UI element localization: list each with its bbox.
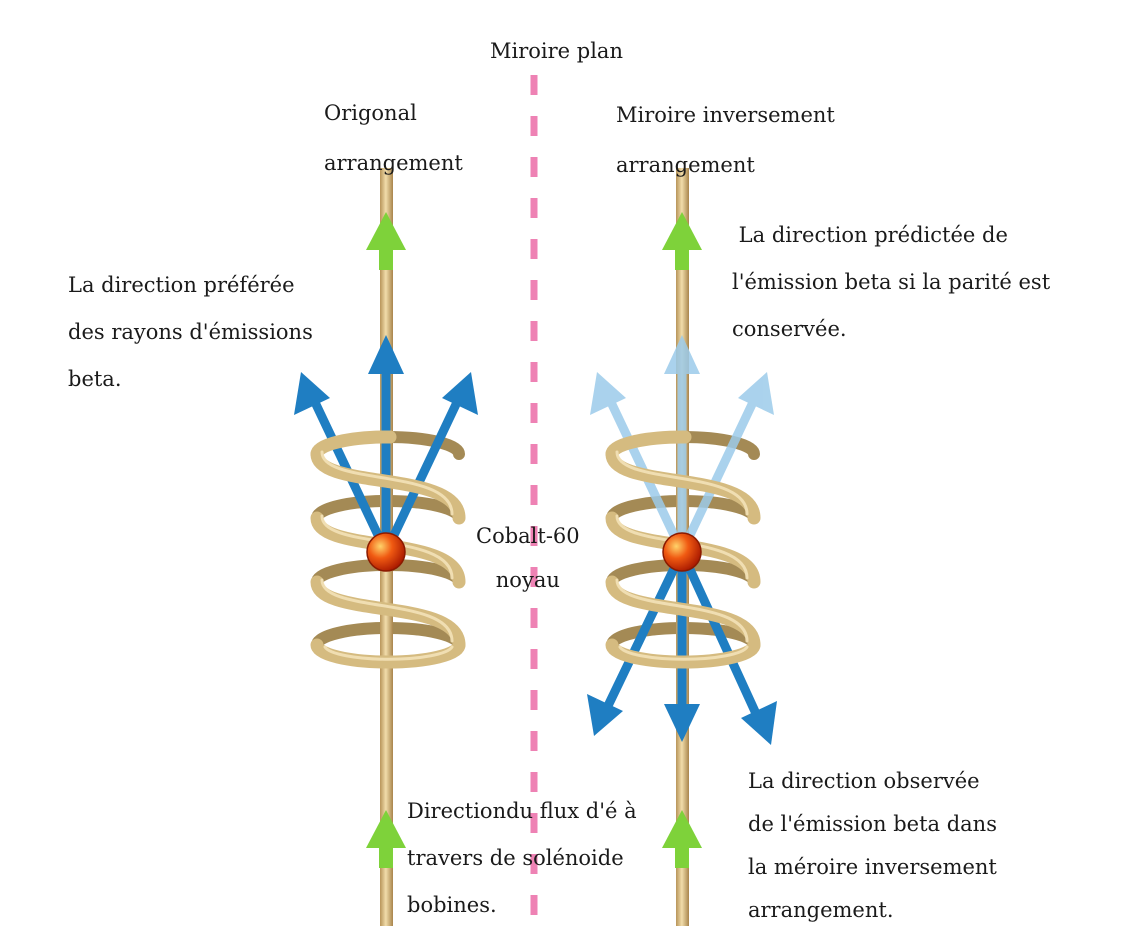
observed-beta-direction-label: La direction observée de l'émission beta… (748, 769, 997, 922)
left-beta-arrows (294, 335, 478, 554)
nucleus-label: Cobalt-60 noyau (476, 524, 580, 592)
mirror-plane-label: Miroire plan (490, 34, 623, 68)
mirror-inverse-arrangement (587, 168, 777, 926)
beta-arrow-icon (677, 550, 777, 745)
observed-beta-arrows (587, 550, 777, 745)
flux-arrow-icon (662, 810, 702, 868)
predicted-beta-arrows (590, 335, 774, 554)
beta-arrow-icon (381, 372, 478, 554)
flux-arrow-icon (366, 810, 406, 868)
mirror-plane-label-text: Miroire plan (490, 39, 623, 63)
original-arrangement (294, 168, 478, 926)
flux-arrow-icon (366, 212, 406, 270)
nucleus-icon (366, 532, 406, 572)
mirror-arrangement-title: Miroire inversement arrangement (616, 103, 835, 177)
nucleus-icon (662, 532, 702, 572)
solenoid-coil-icon (310, 430, 466, 669)
beta-arrow-icon (677, 372, 774, 554)
preferred-beta-direction-label: La direction préférée des rayons d'émiss… (68, 273, 313, 391)
flux-arrow-icon (662, 212, 702, 270)
original-arrangement-title: Origonal arrangement (324, 101, 463, 175)
predicted-beta-direction-label: La direction prédictée de l'émission bet… (732, 223, 1051, 341)
beta-arrow-icon (590, 372, 687, 554)
beta-arrow-icon (664, 335, 700, 552)
beta-arrow-icon (368, 335, 404, 552)
beta-arrow-icon (587, 550, 687, 736)
flux-direction-label: Directiondu flux d'é à travers de soléno… (407, 799, 637, 917)
beta-arrow-icon (664, 552, 700, 742)
